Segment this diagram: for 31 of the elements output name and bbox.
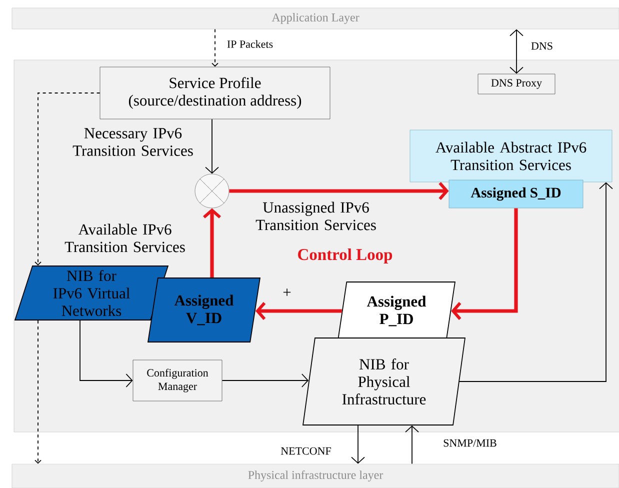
layer-band: Application Layer — [12, 8, 619, 30]
arrow — [229, 182, 449, 200]
arrow — [510, 29, 524, 74]
arrow — [34, 92, 100, 266]
arrow — [222, 374, 309, 388]
proxy-box: DNS Proxy — [478, 74, 556, 94]
id-box: Assigned S_ID — [448, 180, 584, 208]
arrow — [351, 425, 365, 464]
arrow — [212, 28, 218, 67]
edge-label: NETCONF — [280, 447, 331, 455]
edge-label: SNMP/MIB — [444, 439, 496, 447]
services-box: Available Abstract IPv6 Transition Services — [410, 130, 612, 182]
process-box: Service Profile (source/destination address) — [100, 66, 330, 120]
arrow — [34, 320, 42, 464]
arrow — [80, 320, 133, 388]
arrow — [203, 208, 221, 278]
loop-label: Control Loop — [298, 248, 392, 264]
edge-label: Unassigned IPv6 Transition Services — [256, 202, 376, 230]
edge-label: + — [283, 288, 291, 296]
process-box: Configuration Manager — [132, 360, 222, 402]
multiplier-circle — [194, 174, 230, 208]
layer-band: Physical infrastructure layer — [12, 464, 619, 488]
arrow — [405, 425, 419, 464]
edge-label: Available IPv6 Transition Services — [64, 224, 185, 252]
edge-label: DNS — [531, 42, 552, 50]
arrow — [459, 182, 613, 382]
edge-label: Necessary IPv6 Transition Services — [72, 128, 193, 156]
arrow — [205, 118, 219, 174]
arrow — [256, 302, 342, 320]
arrow — [451, 208, 518, 320]
edge-label: IP Packets — [227, 40, 273, 48]
